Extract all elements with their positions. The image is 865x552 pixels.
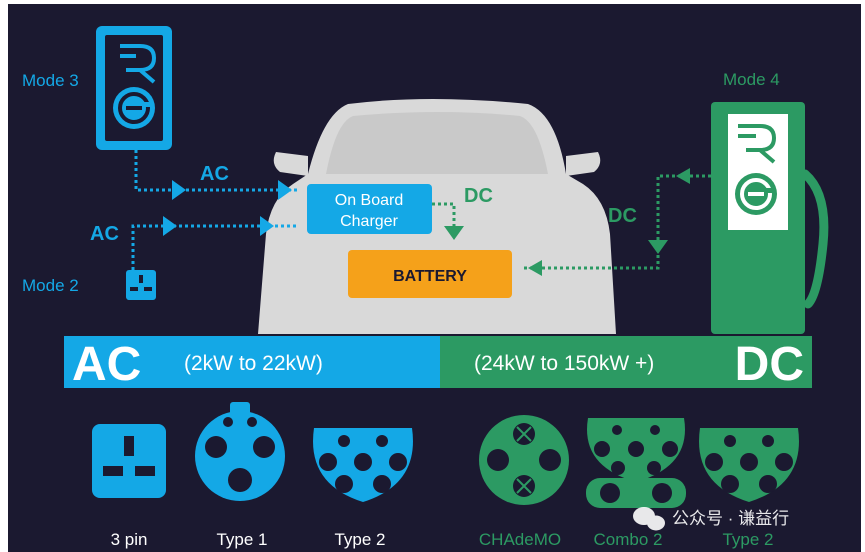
ac-flow-arrows xyxy=(163,180,292,236)
flow-arrow-icon xyxy=(163,216,177,236)
flow-arrow-icon xyxy=(278,180,292,200)
connector-type2-dc-icon xyxy=(699,428,799,502)
ac-label-top: AC xyxy=(200,163,229,185)
dc-flow-arrows xyxy=(444,168,690,276)
connector-3pin-icon xyxy=(92,424,166,498)
onboard-charger-box: On Board Charger xyxy=(307,184,432,234)
ac-label-bottom: AC xyxy=(90,223,119,245)
battery-box: BATTERY xyxy=(348,250,512,298)
connector-label-combo2: Combo 2 xyxy=(594,530,663,549)
connector-combo2-icon xyxy=(586,418,686,508)
flow-arrow-icon xyxy=(676,168,690,184)
wechat-icon xyxy=(633,507,665,531)
battery-label: BATTERY xyxy=(393,268,467,285)
watermark: 公众号 · 谦益行 xyxy=(633,507,789,531)
dc-banner xyxy=(440,336,812,388)
banner-ac-range: (2kW to 22kW) xyxy=(184,352,323,375)
mode2-label: Mode 2 xyxy=(22,276,79,295)
flow-arrow-icon xyxy=(648,240,668,254)
onboard-charger-line1: On Board xyxy=(335,192,403,209)
connector-type1-icon xyxy=(195,402,285,501)
watermark-text: 公众号 · 谦益行 xyxy=(672,509,789,528)
mode4-label: Mode 4 xyxy=(723,70,780,89)
connector-type2-ac-icon xyxy=(313,428,413,502)
connector-label-type2-ac: Type 2 xyxy=(334,530,385,549)
dc-label-onboard: DC xyxy=(464,185,493,207)
banner-ac-big: AC xyxy=(72,338,141,391)
flow-arrow-icon xyxy=(528,260,542,276)
dc-label-station: DC xyxy=(608,205,637,227)
ac-banner xyxy=(64,336,440,388)
power-range-banner: AC (2kW to 22kW) (24kW to 150kW +) DC xyxy=(64,336,812,391)
flow-arrow-icon xyxy=(444,226,464,240)
banner-dc-range: (24kW to 150kW +) xyxy=(474,352,654,375)
ev-charging-diagram: On Board Charger BATTERY Mode 3 Mode 2 M… xyxy=(8,4,861,552)
ac-flow-lines xyxy=(131,150,298,270)
flow-arrow-icon xyxy=(260,216,274,236)
banner-dc-big: DC xyxy=(735,338,804,391)
diagram-canvas: On Board Charger BATTERY Mode 3 Mode 2 M… xyxy=(22,26,829,549)
onboard-charger-line2: Charger xyxy=(340,213,398,230)
connector-label-type2-dc: Type 2 xyxy=(722,530,773,549)
car-silhouette-icon xyxy=(258,99,616,334)
mode2-wall-socket-icon xyxy=(126,270,156,300)
connector-label-3pin: 3 pin xyxy=(111,530,148,549)
mode4-charging-station-icon xyxy=(711,102,829,334)
mode3-label: Mode 3 xyxy=(22,71,79,90)
connector-chademo-icon xyxy=(479,415,569,505)
flow-arrow-icon xyxy=(172,180,186,200)
connector-label-type1: Type 1 xyxy=(216,530,267,549)
connector-label-chademo: CHAdeMO xyxy=(479,530,561,549)
mode3-charging-post-icon xyxy=(96,26,172,150)
